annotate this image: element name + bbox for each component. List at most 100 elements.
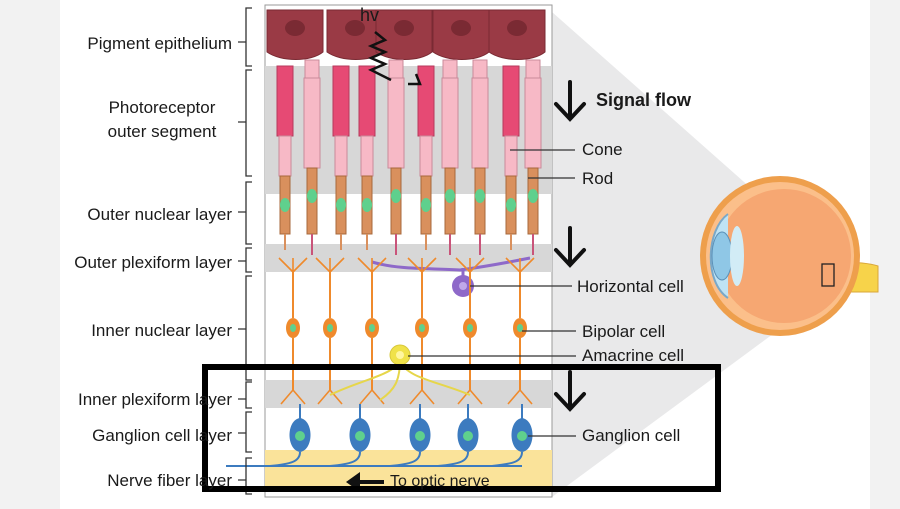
rod-tip (388, 59, 404, 79)
bipolar-terminal (280, 389, 306, 405)
rod-outer-segment (441, 77, 459, 169)
highlight-box (202, 364, 721, 492)
nerve-fiber-band (265, 450, 552, 488)
label-photoreceptor-outer-segment-line2: outer segment (107, 122, 217, 141)
cone-outer-segment (417, 65, 435, 137)
rod-outer-segment (524, 77, 542, 169)
down-arrow-icon (554, 226, 586, 268)
label-cone: Cone (582, 140, 623, 159)
label-rod: Rod (582, 169, 614, 188)
bipolar-terminal (359, 389, 385, 405)
label-photoreceptor-outer-segment-line1: Photoreceptor (108, 98, 216, 117)
layer-bracket (238, 411, 252, 453)
cell-leader-lines (408, 149, 576, 437)
rod-nucleus (307, 189, 317, 203)
rod-outer-segment (303, 77, 321, 169)
cone-inner-segment (334, 135, 348, 177)
label-nerve-fiber-layer: Nerve fiber layer (107, 471, 232, 490)
bipolar-dendrite (455, 257, 485, 273)
label-outer-plexiform-layer: Outer plexiform layer (74, 253, 232, 272)
label-ganglion-cell-layer: Ganglion cell layer (92, 426, 232, 445)
signal-flow-arrows (554, 80, 586, 412)
bipolar-dendrite (505, 257, 535, 273)
rod-outer-segment (387, 77, 405, 169)
label-bipolar-cell: Bipolar cell (582, 322, 666, 341)
cone-inner-segment (504, 135, 518, 177)
label-horizontal-cell: Horizontal cell (577, 277, 684, 296)
cone-inner-segment (278, 135, 292, 177)
label-pigment-epithelium: Pigment epithelium (87, 34, 232, 53)
ganglion-nucleus (463, 431, 473, 441)
ganglion-nucleus (517, 431, 527, 441)
light-wave-icon (367, 31, 392, 82)
bipolar-terminal (317, 389, 343, 405)
rod-nucleus (475, 189, 485, 203)
pigment-nucleus (285, 20, 305, 36)
down-arrow-icon (554, 80, 586, 122)
cone-nucleus (506, 198, 516, 212)
cone-nucleus (421, 198, 431, 212)
ganglion-nucleus (415, 431, 425, 441)
bipolar-nucleus (517, 324, 523, 332)
rod-nucleus (528, 189, 538, 203)
layer-bracket (238, 69, 252, 177)
rod-tip (472, 59, 488, 79)
bipolar-nucleus (327, 324, 333, 332)
cone-outer-segment (502, 65, 520, 137)
pigment-nucleus (394, 20, 414, 36)
pigment-nucleus (451, 20, 471, 36)
bipolar-dendrite (357, 257, 387, 273)
cone-inner-segment (360, 135, 374, 177)
ganglion-nucleus (295, 431, 305, 441)
bipolar-nucleus (290, 324, 296, 332)
bipolar-dendrite (278, 257, 308, 273)
label-inner-nuclear-layer: Inner nuclear layer (91, 321, 232, 340)
layer-bracket (238, 381, 252, 409)
bipolar-terminal (409, 389, 435, 405)
label-signal-flow: Signal flow (596, 90, 692, 110)
layer-bracket (238, 275, 252, 381)
bipolar-terminal (457, 389, 483, 405)
rod-tip (442, 59, 458, 79)
bipolar-nucleus (369, 324, 375, 332)
rod-tip (525, 59, 541, 79)
layer-brackets (238, 7, 252, 495)
zoom-projection (552, 12, 830, 497)
cone-outer-segment (332, 65, 350, 137)
bipolar-nucleus (419, 324, 425, 332)
bipolar-terminal (507, 389, 533, 405)
pigment-nucleus (345, 20, 365, 36)
layer-bracket (238, 247, 252, 273)
rod-tip (304, 59, 320, 79)
down-arrow-icon (554, 370, 586, 412)
ganglion-cells (226, 404, 533, 467)
label-to-optic-nerve: To optic nerve (390, 473, 490, 490)
cone-outer-segment (358, 65, 376, 137)
bipolar-dendrite (407, 257, 437, 273)
rod-nucleus (391, 189, 401, 203)
bipolar-cells (278, 257, 535, 405)
retina-zoom-box (821, 263, 835, 287)
bipolar-dendrite (315, 257, 345, 273)
layer-bracket (238, 457, 252, 495)
eye-illustration (700, 176, 879, 336)
photoreceptor-cells (276, 59, 542, 255)
label-outer-nuclear-layer: Outer nuclear layer (87, 205, 232, 224)
label-amacrine-cell: Amacrine cell (582, 346, 685, 365)
label-light-symbol: hv (360, 5, 380, 25)
label-ganglion-cell: Ganglion cell (582, 426, 681, 445)
cone-nucleus (336, 198, 346, 212)
light-arrowhead-icon (408, 73, 422, 86)
layer-bracket (238, 7, 252, 67)
layer-bracket (238, 181, 252, 245)
cone-nucleus (280, 198, 290, 212)
label-inner-plexiform-layer: Inner plexiform layer (77, 390, 232, 409)
rod-outer-segment (471, 77, 489, 169)
cone-inner-segment (419, 135, 433, 177)
cone-nucleus (362, 198, 372, 212)
pigment-epithelium-cells (266, 9, 546, 60)
bipolar-nucleus (467, 324, 473, 332)
pigment-nucleus (507, 20, 527, 36)
ganglion-nucleus (355, 431, 365, 441)
